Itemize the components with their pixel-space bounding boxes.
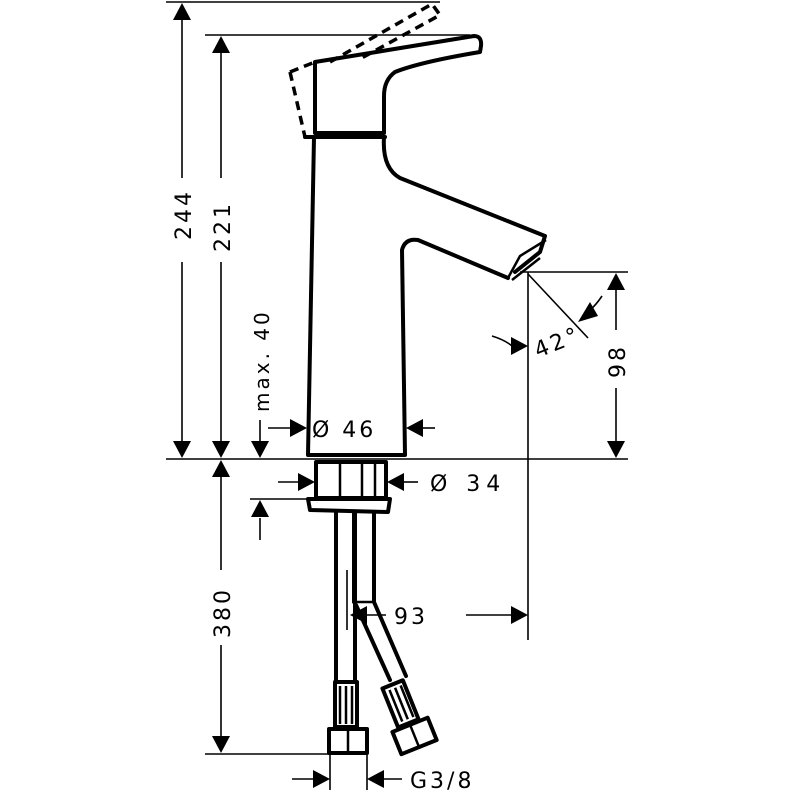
- dim-thread: [292, 770, 402, 788]
- label-221: 221: [211, 201, 236, 252]
- label-244: 244: [172, 189, 197, 240]
- label-max-40: max. 40: [250, 309, 274, 412]
- dim-countertop: [251, 420, 269, 540]
- dim-hose-length: [212, 460, 230, 753]
- label-diameter-34: Ø 34: [430, 472, 506, 497]
- label-g3-8: G3/8: [410, 769, 474, 794]
- extension-lines: [166, 1, 628, 790]
- label-380: 380: [211, 587, 236, 638]
- label-93: 93: [394, 605, 428, 630]
- dim-body-diameter: [268, 419, 435, 437]
- label-diameter-46: Ø 46: [312, 418, 376, 443]
- label-42-degrees: 42°: [531, 322, 585, 363]
- dim-shank-diameter: [278, 473, 418, 491]
- dim-handle-height: [212, 36, 230, 458]
- dim-spout-height: [607, 273, 625, 458]
- dim-total-height: [173, 3, 191, 458]
- faucet-body: [288, 1, 547, 757]
- dim-spout-projection: [350, 606, 528, 624]
- dim-spout-angle: [491, 273, 603, 355]
- label-98: 98: [606, 344, 631, 378]
